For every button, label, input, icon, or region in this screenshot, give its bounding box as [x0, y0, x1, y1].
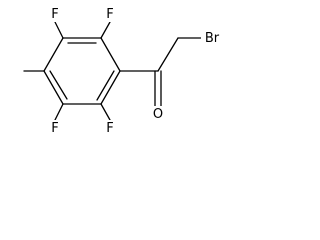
bond-ring-c1-c2	[43, 37, 64, 72]
o-label-bg	[150, 106, 166, 122]
bond-f-bottom-right	[100, 103, 111, 121]
f-bottom-left-label-bg	[48, 120, 62, 136]
f-top-right-label-bg	[103, 6, 117, 22]
bond-ring-c3-c4	[100, 37, 121, 72]
bond-carbonyl-ch2	[157, 37, 179, 72]
atom-o: O	[153, 107, 163, 122]
atom-f-bottom-left: F	[51, 121, 58, 136]
atom-f-bottom-right: F	[106, 121, 113, 136]
atom-labels: F F F F Br O	[48, 6, 223, 136]
bond-f-top-right	[100, 21, 111, 39]
bond-f-top-left	[54, 21, 64, 39]
bond-ring-c4-c5	[100, 70, 121, 105]
atom-f-top-right: F	[106, 7, 113, 22]
bond-ring-c4-c5-inner	[96, 70, 115, 101]
bond-ring-c6-c1-inner	[49, 70, 68, 100]
aromatic-ring	[43, 37, 121, 105]
f-bottom-right-label-bg	[103, 120, 117, 136]
f-top-left-label-bg	[48, 6, 62, 22]
br-label-bg	[201, 30, 223, 46]
bond-f-bottom-left	[54, 103, 64, 121]
chemical-structure-diagram: F F F F Br O	[23, 6, 223, 136]
bond-ring-c6-c1	[43, 70, 64, 105]
atom-br: Br	[205, 31, 220, 46]
substituent-bonds	[23, 21, 202, 121]
atom-f-top-left: F	[51, 7, 58, 22]
